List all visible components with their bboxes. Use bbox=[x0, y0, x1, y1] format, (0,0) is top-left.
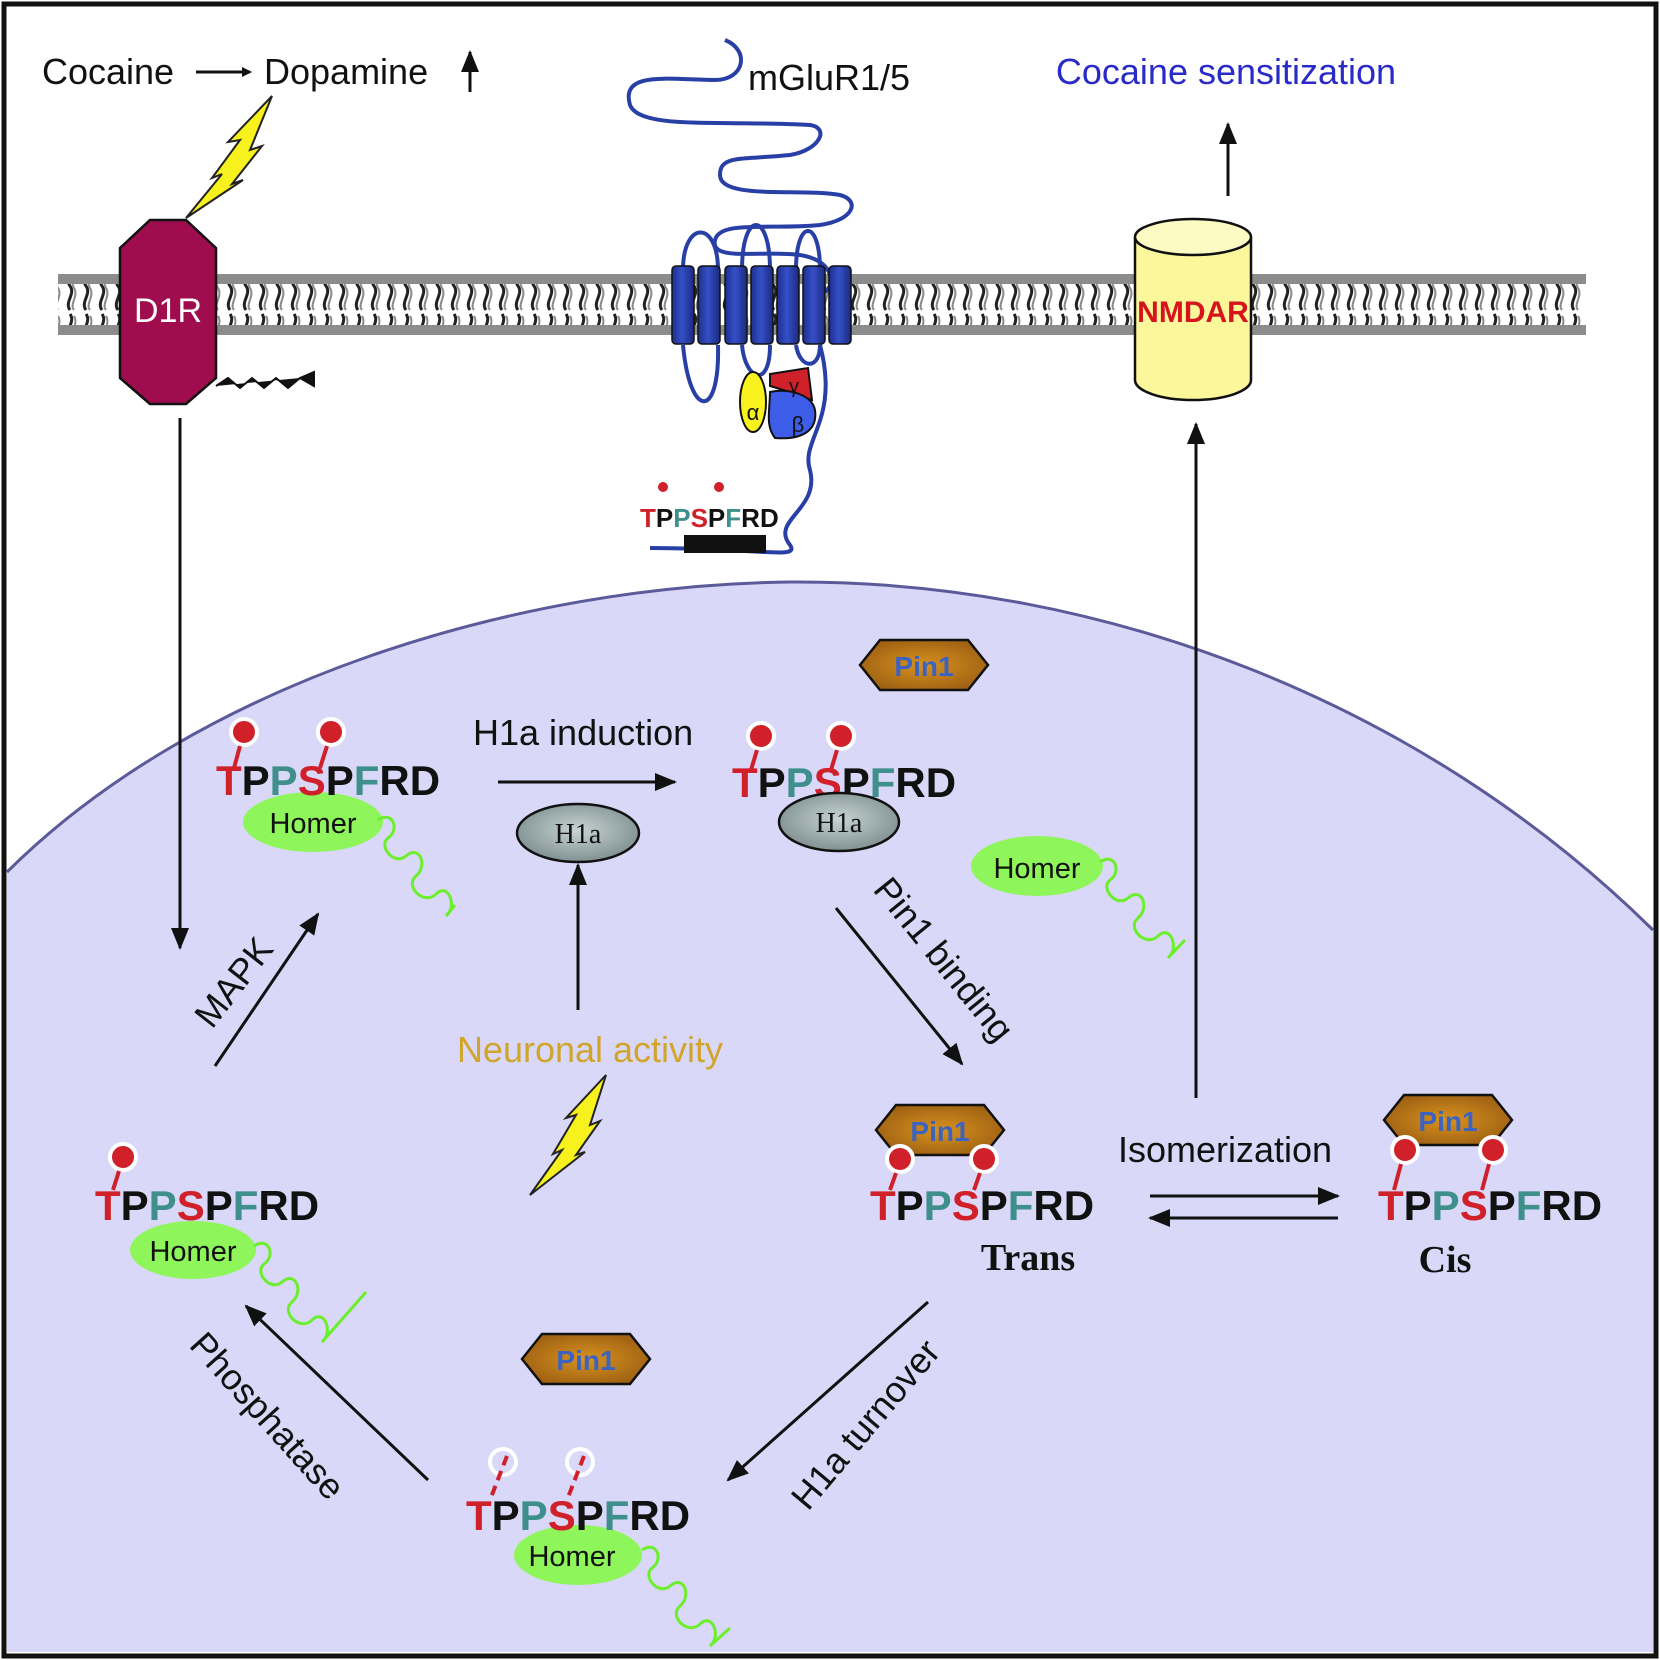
mglur-label: mGluR1/5 bbox=[748, 57, 910, 98]
homer-coiled-coil bbox=[377, 815, 457, 918]
mglur-c-terminal-motif: TPPSPFRD bbox=[640, 482, 779, 553]
removed-phosphate-bond bbox=[565, 1455, 586, 1501]
h1a-label: H1a bbox=[816, 808, 863, 839]
nmdar-label: NMDAR bbox=[1137, 296, 1249, 329]
state-monophospho-homer: Homer TPPSPFRD bbox=[95, 1142, 368, 1344]
nmdar-channel: NMDAR bbox=[1133, 217, 1253, 402]
homer-label: Homer bbox=[528, 1541, 615, 1573]
pin1-free-top: Pin1 bbox=[858, 638, 990, 692]
homer-label: Homer bbox=[149, 1236, 236, 1268]
dopamine-text: Dopamine bbox=[264, 51, 428, 92]
palmitoyl-anchor-icon bbox=[215, 370, 315, 390]
motif-sequence: TPPSPFRD bbox=[216, 757, 440, 804]
pin1-label: Pin1 bbox=[894, 651, 953, 682]
pin1-label: Pin1 bbox=[910, 1116, 969, 1147]
neuronal-activity-label: Neuronal activity bbox=[457, 1029, 723, 1070]
motif-sequence: TPPSPFRD bbox=[95, 1182, 319, 1229]
g-alpha-label: α bbox=[747, 400, 760, 425]
mglur-receptor: mGluR1/5 α β γ TPPSPFRD bbox=[626, 38, 910, 555]
state-phospho-h1a: TPPSPFRD H1a bbox=[732, 721, 956, 853]
cell-membrane-edge bbox=[5, 580, 1655, 932]
cis-label: Cis bbox=[1419, 1239, 1472, 1281]
state-pin1-trans: Pin1 TPPSPFRD Trans bbox=[870, 1103, 1094, 1279]
homer-binding-box bbox=[684, 535, 766, 553]
state-pin1-cis: Pin1 TPPSPFRD Cis bbox=[1378, 1093, 1602, 1281]
removed-phosphate-bond bbox=[488, 1455, 509, 1501]
homer-protein bbox=[243, 792, 383, 852]
d1r-receptor: D1R bbox=[118, 218, 315, 406]
lightning-bolt-icon bbox=[185, 95, 273, 219]
homer-label: Homer bbox=[269, 808, 356, 840]
homer-label: Homer bbox=[993, 853, 1080, 885]
phosphatase-arrow bbox=[244, 1304, 430, 1482]
cocaine-text: Cocaine bbox=[42, 51, 174, 92]
cell-cytoplasm bbox=[7, 581, 1653, 1653]
pin1-free-bottom: Pin1 bbox=[520, 1332, 652, 1386]
motif-sequence: TPPSPFRD bbox=[870, 1182, 1094, 1229]
g-protein: α β γ bbox=[739, 366, 817, 440]
motif-sequence-small: TPPSPFRD bbox=[640, 503, 779, 533]
g-gamma-label: γ bbox=[789, 376, 799, 398]
pin1-label: Pin1 bbox=[556, 1345, 615, 1376]
state-dephospho-homer: Homer TPPSPFRD bbox=[466, 1447, 732, 1648]
d1r-label: D1R bbox=[134, 292, 202, 330]
trans-label: Trans bbox=[981, 1237, 1075, 1279]
pin1-binding-arrow bbox=[834, 907, 964, 1066]
mglur-n-terminus bbox=[626, 38, 854, 294]
transmembrane-helices bbox=[671, 265, 852, 345]
pin1-label: Pin1 bbox=[1418, 1106, 1477, 1137]
mapk-arrow bbox=[213, 912, 320, 1067]
h1a-label: H1a bbox=[555, 819, 602, 850]
outcome-label: Cocaine sensitization bbox=[1056, 51, 1396, 92]
motif-sequence: TPPSPFRD bbox=[466, 1492, 690, 1539]
mglur-loops bbox=[649, 223, 828, 555]
h1a-turnover-arrow bbox=[726, 1300, 929, 1482]
g-beta-label: β bbox=[792, 412, 805, 437]
isomerization-label: Isomerization bbox=[1118, 1129, 1332, 1170]
h1a-free: H1a bbox=[515, 802, 641, 864]
homer-free: Homer bbox=[971, 836, 1187, 960]
h1a-induction-label: H1a induction bbox=[473, 712, 693, 753]
activity-lightning-icon bbox=[529, 1074, 607, 1196]
state-phospho-homer: Homer TPPSPFRD bbox=[216, 717, 457, 918]
motif-sequence: TPPSPFRD bbox=[1378, 1182, 1602, 1229]
cocaine-dopamine-label: Cocaine Dopamine bbox=[42, 50, 479, 92]
